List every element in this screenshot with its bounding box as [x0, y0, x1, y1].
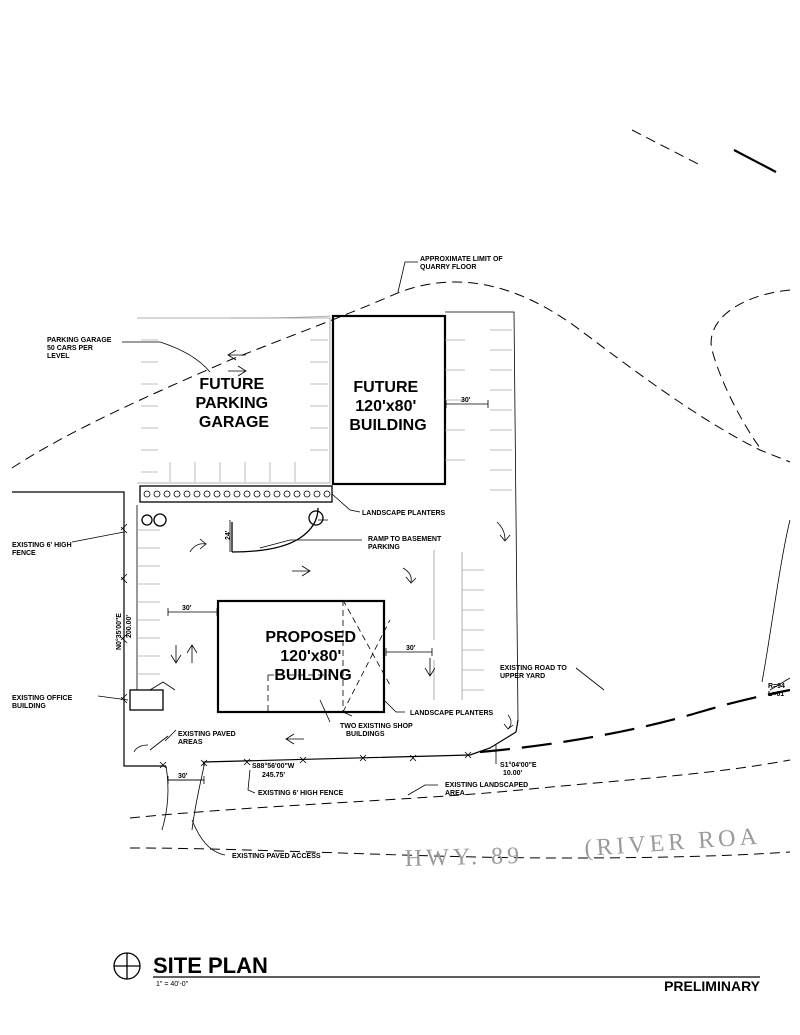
curved-arrow-icon [189, 538, 207, 553]
existing-office [129, 689, 164, 711]
distance-south: 245.75' [262, 772, 285, 779]
landscape-planters-bottom-note: LANDSCAPE PLANTERS [410, 710, 494, 717]
curved-arrow-icon [503, 714, 514, 730]
fence-left-note: EXISTING 6' HIGH FENCE [12, 542, 74, 557]
arrow-down-icon [170, 645, 182, 664]
fence-bottom-note: EXISTING 6' HIGH FENCE [258, 790, 344, 797]
dim-30-top: 30' [461, 397, 471, 404]
arrow-down-icon [424, 658, 436, 677]
north-arrow-icon [113, 952, 141, 980]
bearing-west: N0°35'00"E [115, 613, 123, 650]
proposed-building-footprint [216, 599, 386, 714]
planter-circles [143, 490, 331, 498]
dim-30-left: 30' [182, 605, 192, 612]
landscape-planters-top-note: LANDSCAPE PLANTERS [362, 510, 446, 517]
distance-east: 10.00' [503, 770, 523, 777]
curve-data: R=94 L=61 [768, 683, 787, 698]
drawing-title: SITE PLAN [153, 953, 268, 978]
garage-label: FUTURE PARKING GARAGE [195, 376, 272, 431]
west-stalls [138, 529, 160, 675]
paved-access-note: EXISTING PAVED ACCESS [232, 853, 321, 860]
top-right-line [631, 129, 701, 166]
dim-30-right: 30' [406, 645, 416, 652]
arrow-right-icon [292, 565, 311, 577]
status-preliminary: PRELIMINARY [664, 978, 761, 994]
upper-yard-edge [710, 289, 791, 449]
bearing-south: S88°56'00"W [252, 762, 295, 770]
arrow-left-icon [227, 349, 246, 361]
curved-arrow-icon [496, 521, 511, 542]
quarry-limit-line [11, 281, 791, 469]
dimension-lines [167, 400, 489, 784]
quarry-note: APPROXIMATE LIMIT OF QUARRY FLOOR [420, 256, 505, 271]
fence-ticks [120, 523, 128, 704]
traffic-arrows [133, 349, 514, 753]
arrow-left-icon [285, 733, 304, 745]
shop-buildings-note: TWO EXISTING SHOP BUILDINGS [340, 723, 415, 738]
arrow-right-icon [228, 365, 247, 377]
garage-stalls [141, 339, 328, 482]
right-stalls [445, 329, 512, 491]
curved-arrow-icon [402, 567, 417, 584]
bearing-east: S1°04'00"E [500, 761, 537, 769]
ramp-note: RAMP TO BASEMENT PARKING [368, 536, 443, 551]
existing-shop-buildings [267, 599, 391, 713]
river-road-label: (RIVER ROA [584, 824, 762, 862]
drawing-scale: 1" = 40'-0" [156, 981, 189, 988]
linework [11, 129, 791, 859]
title-block: SITE PLAN 1" = 40'-0" PRELIMINARY [113, 952, 761, 994]
dim-30-bottom: 30' [178, 773, 188, 780]
highway-edge-north [129, 759, 791, 819]
office-note: EXISTING OFFICE BUILDING [12, 695, 74, 710]
west-fence [12, 491, 125, 758]
distance-west: 200.00' [126, 615, 133, 638]
garage-note: PARKING GARAGE 50 CARS PER LEVEL [47, 337, 113, 360]
planter-strip [139, 485, 333, 503]
future-building-label: FUTURE 120'x80' BUILDING [349, 379, 426, 434]
arrow-up-icon [186, 644, 198, 663]
ramp [231, 507, 319, 553]
east-property-line [445, 311, 519, 721]
road-upper-yard-note: EXISTING ROAD TO UPPER YARD [500, 665, 569, 680]
proposed-building-label: PROPOSED 120'x80' BUILDING [265, 629, 360, 684]
access-drive [161, 765, 205, 831]
top-right-heavy-line [733, 149, 777, 173]
dim-24: 24' [225, 530, 232, 540]
curved-arrow-icon [133, 744, 149, 753]
highway-edge-south [129, 847, 791, 859]
highway-label: HWY. 89 [404, 843, 523, 872]
paved-areas-note: EXISTING PAVED AREAS [178, 731, 238, 746]
landscaped-area-note: EXISTING LANDSCAPED AREA [445, 782, 530, 797]
highway-centerline [479, 688, 791, 754]
